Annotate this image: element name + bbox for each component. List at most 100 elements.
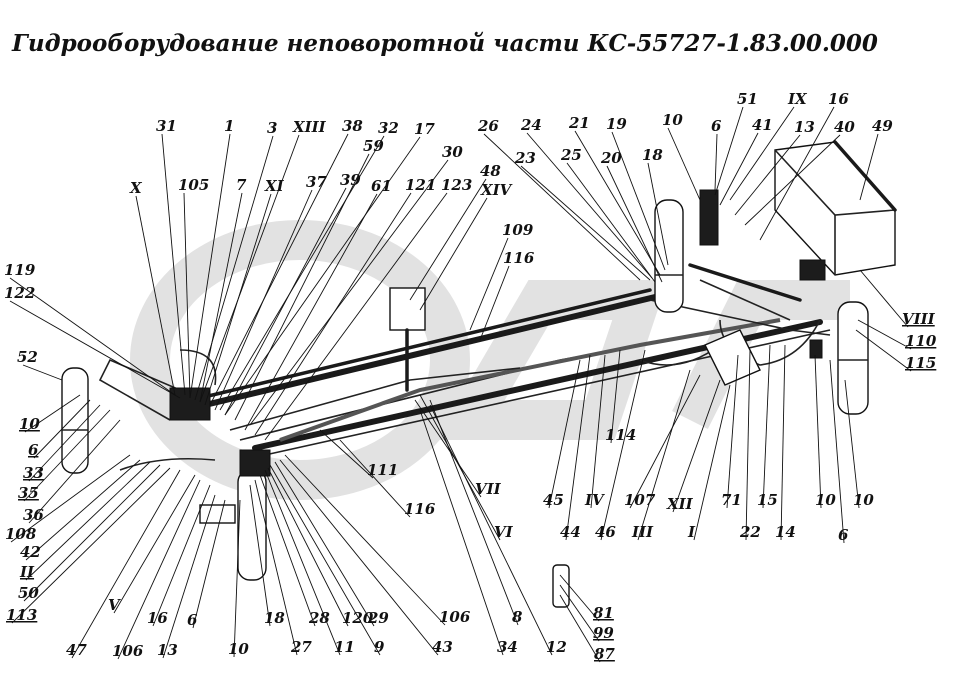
callout-label: 3 (267, 119, 277, 137)
callout-leader (199, 134, 300, 403)
callout-leader (566, 162, 656, 283)
callout-leader (855, 329, 912, 372)
callout-leader (194, 135, 274, 401)
callout-label: 10 (228, 640, 249, 658)
callout-leader (24, 394, 81, 433)
callout-label: 1 (224, 117, 234, 135)
callout-leader (409, 178, 487, 301)
callout-label: IX (787, 90, 808, 108)
callout-leader (269, 464, 381, 656)
callout-label: 114 (605, 426, 636, 444)
callout-leader (192, 499, 226, 629)
callout-label: 30 (442, 143, 463, 161)
callout-leader (429, 404, 553, 656)
callout-leader (161, 133, 186, 396)
callout-leader (28, 419, 121, 524)
callout-label: 42 (20, 543, 41, 561)
callout-label: XI (264, 177, 285, 195)
callout-label: 10 (662, 111, 683, 129)
callout-label: 106 (439, 608, 471, 626)
callout-leader (600, 349, 646, 541)
callout-leader (113, 474, 196, 614)
callout-label: 52 (17, 348, 38, 366)
callout-leader (25, 459, 141, 561)
callout-leader (548, 359, 581, 509)
callout-label: 17 (414, 120, 435, 138)
callout-leader (199, 192, 243, 403)
callout-label: 113 (6, 606, 37, 624)
callout-leader (249, 159, 449, 426)
callout-leader (729, 106, 795, 201)
callout-leader (469, 237, 509, 331)
callout-label: 6 (187, 611, 198, 629)
callout-label: 27 (290, 638, 312, 656)
callout-leader (726, 354, 739, 509)
callout-label: 31 (156, 117, 177, 135)
callout-label: 12 (546, 638, 567, 656)
callout-leader (611, 131, 666, 271)
callout-label: I (687, 523, 696, 541)
callout-label: 41 (752, 116, 773, 134)
callout-label: 106 (112, 642, 144, 660)
callout-label: 105 (178, 176, 209, 194)
callout-leader (637, 369, 691, 541)
callout-leader (844, 379, 860, 509)
callout-label: 37 (306, 173, 327, 191)
callout-leader (574, 130, 661, 276)
control-valve-front (704, 329, 761, 386)
callout-label: 46 (595, 523, 616, 541)
callout-label: 29 (367, 609, 389, 627)
callout-label: 116 (503, 249, 535, 267)
callout-leader (152, 484, 211, 627)
callout-label: 123 (441, 176, 472, 194)
callout-label: 28 (308, 609, 330, 627)
callout-label: 120 (342, 609, 374, 627)
callout-leader (859, 133, 879, 201)
callout-label: 18 (264, 609, 285, 627)
callout-label: V (108, 596, 121, 614)
callout-leader (135, 195, 176, 396)
callout-leader (204, 193, 272, 406)
callout-leader (483, 133, 641, 281)
callout-leader (71, 469, 181, 659)
callout-label: 26 (477, 117, 499, 135)
callout-leader (814, 354, 822, 509)
callout-label: 24 (520, 116, 542, 134)
callout-label: 111 (367, 461, 398, 479)
callout-label: 108 (5, 525, 37, 543)
callout-label: 61 (371, 177, 392, 195)
callout-leader (590, 354, 606, 509)
callout-leader (526, 132, 653, 279)
rotary-joint (389, 287, 426, 392)
callout-label: VI (494, 523, 514, 541)
callout-leader (559, 584, 600, 642)
callout-leader (224, 187, 347, 416)
callout-label: IV (584, 491, 605, 509)
callout-leader (23, 464, 161, 602)
callout-leader (28, 404, 101, 482)
callout-label: 50 (18, 584, 39, 602)
callout-leader (714, 106, 744, 196)
callout-leader (762, 344, 771, 509)
callout-label: 44 (560, 523, 581, 541)
callout-label: 33 (23, 464, 44, 482)
callout-label: 71 (721, 491, 742, 509)
callout-label: 32 (378, 119, 399, 137)
callout-label: 48 (480, 162, 501, 180)
outrigger-cylinder-rear-right (237, 469, 267, 581)
callout-leader (559, 574, 600, 622)
callout-leader (719, 132, 759, 206)
callout-label: 16 (828, 90, 849, 108)
callout-label: 22 (739, 523, 761, 541)
callout-leader (284, 454, 446, 626)
callout-label: 107 (624, 491, 656, 509)
callout-leader (629, 374, 701, 509)
callout-leader (33, 399, 91, 459)
callout-label: 110 (905, 332, 937, 350)
callout-leader (744, 134, 841, 226)
callout-label: 9 (374, 638, 385, 656)
callout-label: 49 (872, 117, 893, 135)
callout-leader (234, 153, 370, 421)
callout-label: 35 (18, 484, 39, 502)
